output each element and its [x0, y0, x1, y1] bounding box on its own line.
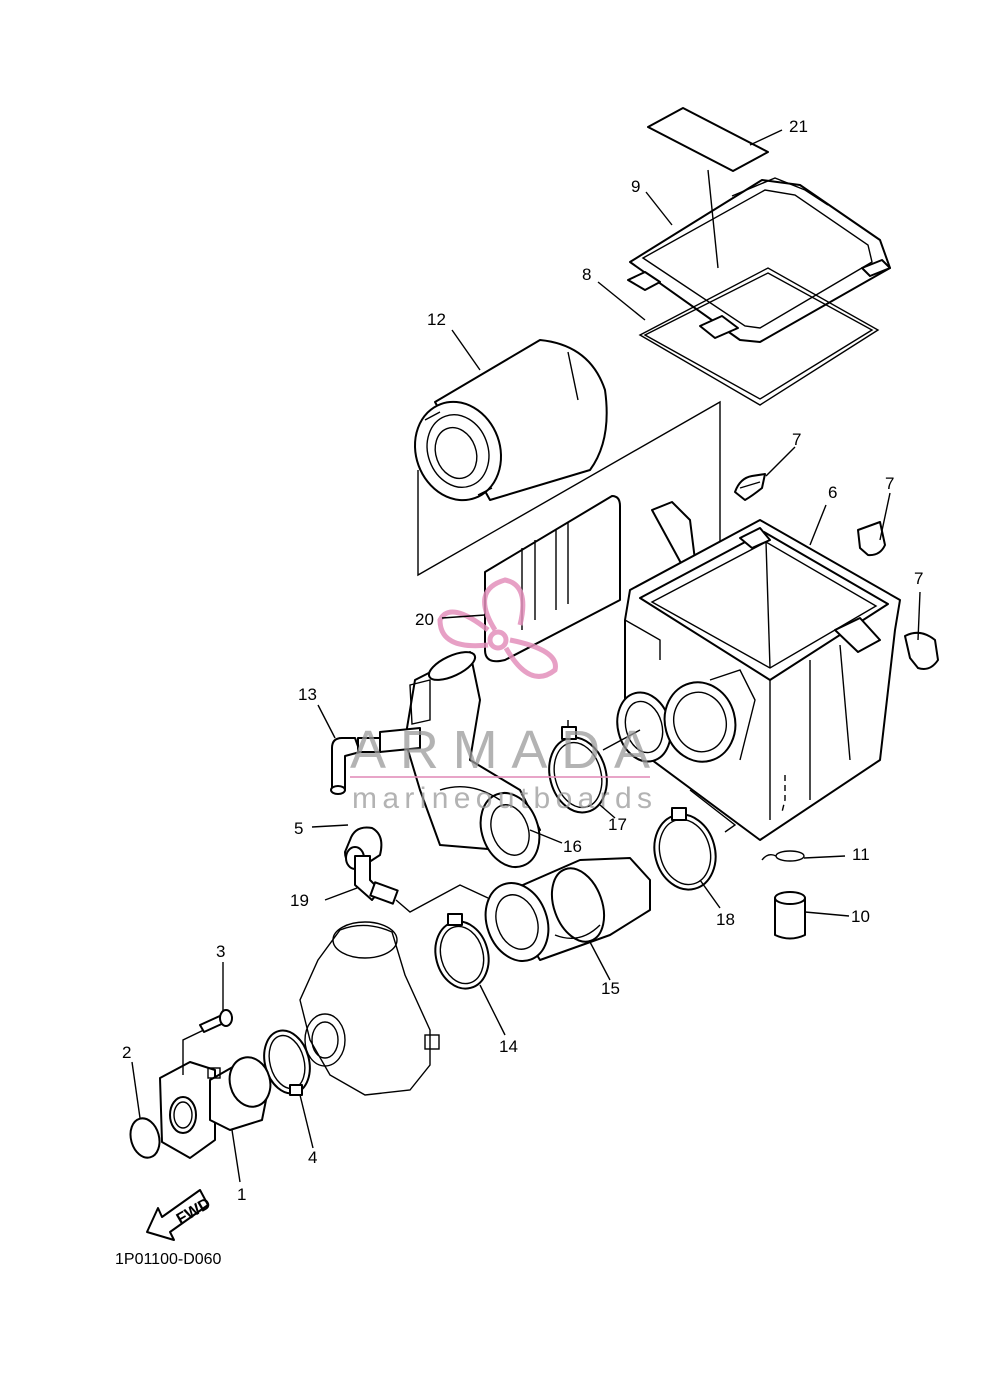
hose-route-19 [395, 884, 489, 913]
assembly-line-17 [602, 729, 641, 751]
diagram-code: 1P01100-D060 [115, 1251, 222, 1268]
callout-11: 11 [852, 845, 870, 864]
callout-leaders [131, 129, 921, 1183]
callout-10: 10 [851, 907, 870, 926]
part-8-gasket [638, 267, 880, 406]
part-2-oring [129, 1117, 161, 1159]
callout-16: 16 [563, 837, 582, 856]
part-6-airbox [616, 501, 901, 841]
fwd-arrow-icon: FWD [146, 1189, 214, 1241]
carburetor-outline [299, 921, 440, 1096]
part-7-clip-c [904, 631, 939, 670]
callout-2: 2 [122, 1043, 131, 1062]
part-21-label [647, 107, 769, 172]
assembly-line-filter [417, 400, 721, 620]
part-15-boot [484, 857, 651, 962]
part-12-filter [413, 339, 608, 502]
part-14-clamp [434, 913, 490, 990]
callout-13: 13 [298, 685, 317, 704]
callout-8: 8 [582, 265, 591, 284]
assembly-line-3 [182, 1026, 211, 1075]
callout-7-c: 7 [914, 569, 923, 588]
part-18-clamp [653, 807, 717, 891]
part-19-hose [354, 855, 399, 905]
part-1-joint [159, 1056, 272, 1159]
callout-1: 1 [237, 1185, 246, 1204]
callout-7-a: 7 [792, 430, 801, 449]
part-10-drain-cap [774, 891, 806, 940]
part-9-cover [627, 177, 891, 343]
part-17-clamp [548, 720, 608, 814]
callout-labels: 21 9 8 12 7 6 7 7 20 13 5 16 17 11 10 18… [122, 117, 923, 1204]
callout-6: 6 [828, 483, 837, 502]
callout-17: 17 [608, 815, 627, 834]
callout-18: 18 [716, 910, 735, 929]
callout-5: 5 [294, 819, 303, 838]
part-7-clip-b [857, 521, 886, 557]
assembly-line-drain [781, 775, 786, 813]
part-16-joint [379, 651, 541, 868]
callout-15: 15 [601, 979, 620, 998]
part-11-drain-clip [761, 850, 805, 862]
callout-7-b: 7 [885, 474, 894, 493]
callout-9: 9 [631, 177, 640, 196]
assembly-line-18 [689, 789, 737, 833]
callout-20: 20 [415, 610, 434, 629]
part-13-elbow [330, 737, 381, 795]
callout-4: 4 [308, 1148, 317, 1167]
callout-12: 12 [427, 310, 446, 329]
part-7-clip-a [734, 473, 766, 501]
assembly-line-21 [707, 169, 719, 269]
watermark-tagline: marineoutboards [352, 782, 652, 815]
callout-14: 14 [499, 1037, 518, 1056]
part-3-screw [199, 1009, 233, 1033]
callout-21: 21 [789, 117, 808, 136]
callout-19: 19 [290, 891, 309, 910]
callout-3: 3 [216, 942, 225, 961]
